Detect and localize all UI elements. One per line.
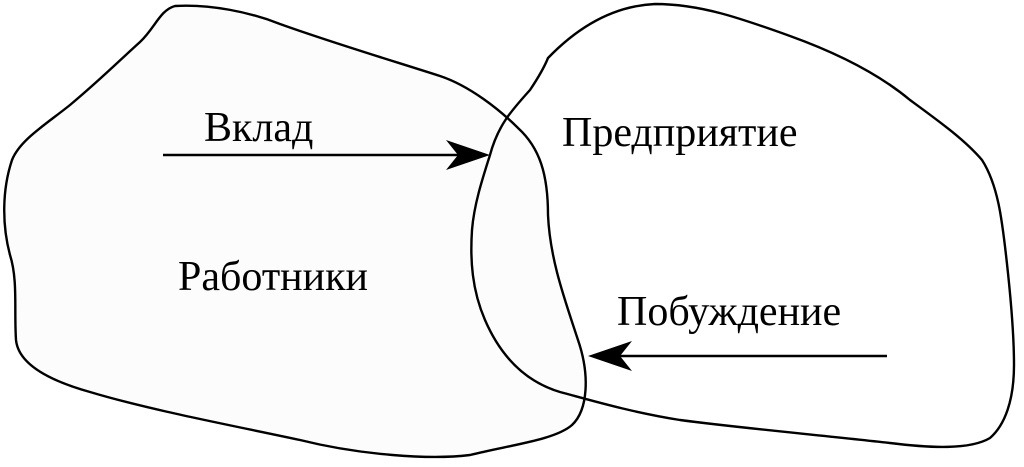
workers-label: Работники <box>178 254 368 300</box>
workers-region <box>3 4 587 459</box>
incentive-label: Побуждение <box>617 289 841 335</box>
enterprise-region <box>470 2 1016 449</box>
contribution-label: Вклад <box>204 105 313 151</box>
contribution-arrow-head <box>446 140 490 170</box>
enterprise-label: Предприятие <box>562 110 798 156</box>
incentive-arrow-head <box>588 341 632 371</box>
